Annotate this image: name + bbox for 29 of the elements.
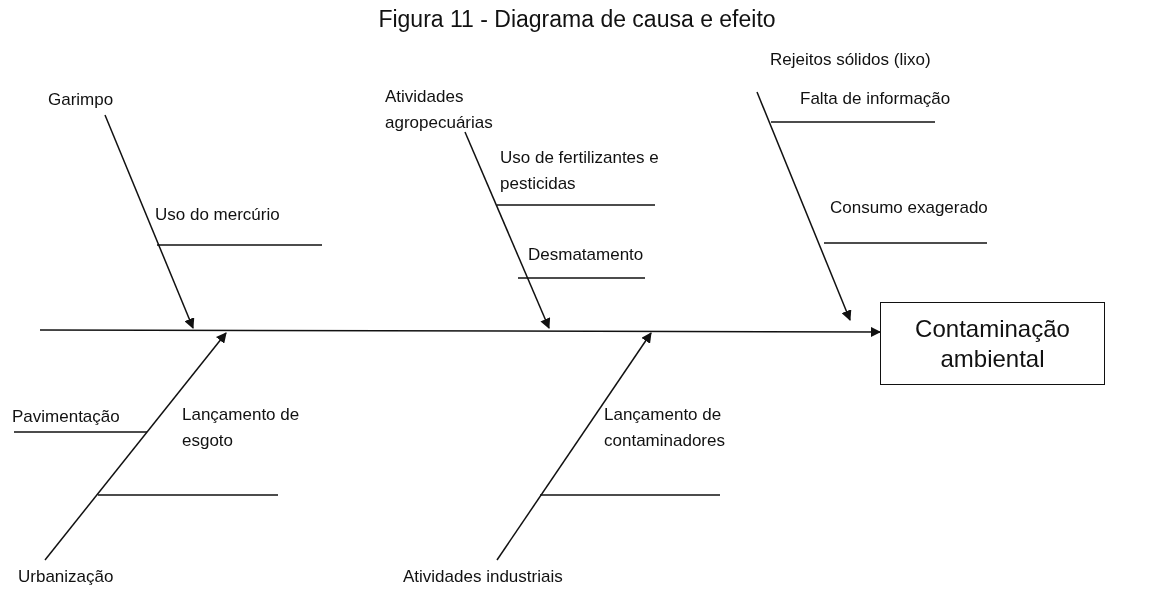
- cause-label: Pavimentação: [12, 404, 142, 430]
- cause-label: Lançamento de esgoto: [182, 402, 322, 454]
- arrow: [464, 131, 551, 329]
- cause-label: Atividades industriais: [403, 564, 603, 590]
- cause-label: Uso do mercúrio: [155, 202, 315, 228]
- effect-box: Contaminação ambiental: [880, 302, 1105, 385]
- arrow: [496, 332, 652, 561]
- spine-arrow: [39, 326, 882, 338]
- cause-label: Garimpo: [48, 87, 168, 113]
- cause-label: Consumo exagerado: [830, 195, 1010, 221]
- branch-line: [156, 244, 323, 246]
- cause-label: Lançamento de contaminadores: [604, 402, 784, 454]
- branch-line: [496, 204, 656, 206]
- branch-line: [823, 242, 988, 244]
- arrow: [44, 332, 227, 561]
- branch-line: [770, 121, 936, 123]
- cause-label: Desmatamento: [528, 242, 678, 268]
- diagram-title: Figura 11 - Diagrama de causa e efeito: [377, 6, 777, 33]
- cause-label: Falta de informação: [800, 86, 970, 112]
- arrow: [104, 114, 195, 329]
- branch-line: [13, 431, 148, 433]
- cause-label: Uso de fertilizantes e pesticidas: [500, 145, 665, 197]
- arrow: [756, 91, 852, 321]
- branch-line: [97, 494, 279, 496]
- cause-label: Urbanização: [18, 564, 138, 590]
- cause-label: Rejeitos sólidos (lixo): [770, 47, 970, 73]
- cause-label: Atividades agropecuárias: [385, 84, 535, 136]
- branch-line: [539, 494, 721, 496]
- branch-line: [517, 277, 646, 279]
